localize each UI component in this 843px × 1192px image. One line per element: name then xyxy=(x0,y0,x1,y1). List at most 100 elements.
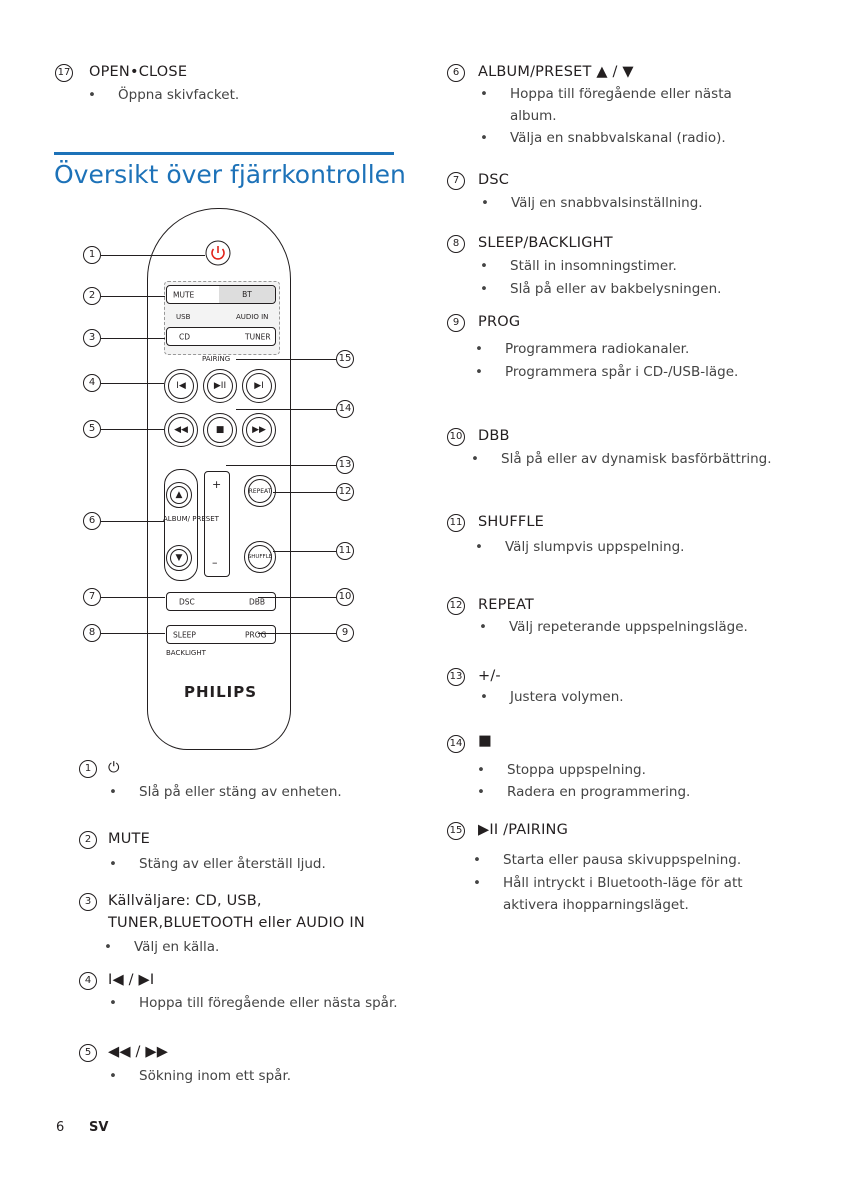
backlight-label: BACKLIGHT xyxy=(166,649,206,657)
rewind-forward-icon: ◀◀ / ▶▶ xyxy=(108,1044,169,1060)
audio-in-label: AUDIO IN xyxy=(236,313,269,321)
callout-number: 14 xyxy=(447,735,465,753)
item-title: PROG xyxy=(478,314,521,330)
brand-logo: PHILIPS xyxy=(184,683,258,701)
pairing-label: PAIRING xyxy=(202,355,231,363)
rewind-icon: ◀◀ xyxy=(168,417,194,443)
callout-number: 5 xyxy=(79,1044,97,1062)
prev-button: I◀ xyxy=(164,369,198,403)
callout-line xyxy=(273,492,336,493)
sleep-label: SLEEP xyxy=(173,630,196,639)
callout-number: 10 xyxy=(336,588,354,606)
callout-number: 11 xyxy=(336,542,354,560)
callout-line xyxy=(226,465,336,466)
callout-number: 10 xyxy=(447,428,465,446)
album-preset-rocker xyxy=(164,469,198,581)
bullet-text: Stäng av eller återställ ljud. xyxy=(109,856,326,872)
shuffle-button: SHUFFLE xyxy=(244,541,276,573)
callout-number: 12 xyxy=(447,597,465,615)
cd-label: CD xyxy=(179,332,191,341)
callout-number: 3 xyxy=(83,329,101,347)
mute-bt-button: MUTE BT xyxy=(166,285,276,304)
callout-number: 1 xyxy=(83,246,101,264)
callout-number: 12 xyxy=(336,483,354,501)
dsc-label: DSC xyxy=(179,597,195,606)
callout-number: 11 xyxy=(447,514,465,532)
callout-line xyxy=(101,521,164,522)
shuffle-label: SHUFFLE xyxy=(248,545,272,569)
bullet-text: Justera volymen. xyxy=(480,689,623,705)
rewind-button: ◀◀ xyxy=(164,413,198,447)
dbb-label: DBB xyxy=(249,597,266,606)
bullet-text: Programmera spår i CD-/USB-läge. xyxy=(475,364,738,380)
repeat-label: REPEAT xyxy=(248,479,272,503)
item-title: MUTE xyxy=(108,831,150,847)
callout-line xyxy=(258,633,336,634)
plus-label: + xyxy=(212,478,222,491)
callout-number: 13 xyxy=(336,456,354,474)
callout-number: 8 xyxy=(447,235,465,253)
callout-line xyxy=(101,255,205,256)
bullet-text: Slå på eller stäng av enheten. xyxy=(109,784,342,800)
callout-number: 7 xyxy=(447,172,465,190)
item-title: +/- xyxy=(478,668,501,684)
bullet-continuation: album. xyxy=(510,108,557,124)
item-title: DBB xyxy=(478,428,510,444)
bullet-text: Slå på eller av bakbelysningen. xyxy=(480,281,721,297)
callout-number: 2 xyxy=(79,831,97,849)
power-button xyxy=(204,239,232,267)
usb-label: USB xyxy=(176,313,191,321)
callout-number: 2 xyxy=(83,287,101,305)
sleep-prog-button: SLEEP PROG xyxy=(166,625,276,644)
item-title: ALBUM/PRESET ▲ / ▼ xyxy=(478,64,634,80)
page-number: 6 xyxy=(56,1120,65,1135)
play-pause-icon: ▶II xyxy=(207,373,233,399)
down-arrow-icon: ▼ xyxy=(170,549,188,567)
callout-number: 17 xyxy=(55,64,73,82)
callout-line xyxy=(101,338,165,339)
item-title: REPEAT xyxy=(478,597,534,613)
bullet-text: Välj en snabbvalsinställning. xyxy=(481,195,703,211)
up-arrow-icon: ▲ xyxy=(170,486,188,504)
play-pause-button: ▶II xyxy=(203,369,237,403)
callout-number: 4 xyxy=(83,374,101,392)
callout-number: 1 xyxy=(79,760,97,778)
forward-icon: ▶▶ xyxy=(246,417,272,443)
album-preset-label: ALBUM/ PRESET xyxy=(163,515,219,523)
prev-icon: I◀ xyxy=(168,373,194,399)
item-title-line2: TUNER,BLUETOOTH eller AUDIO IN xyxy=(108,915,365,931)
callout-line xyxy=(101,429,164,430)
callout-line xyxy=(101,383,164,384)
volume-rocker: + – xyxy=(204,471,230,577)
section-rule xyxy=(54,152,394,155)
remote-control: MUTE BT USB AUDIO IN CD TUNER PAIRING I◀… xyxy=(147,208,291,750)
callout-number: 15 xyxy=(336,350,354,368)
bullet-continuation: aktivera ihopparningsläget. xyxy=(503,897,689,913)
forward-button: ▶▶ xyxy=(242,413,276,447)
callout-number: 14 xyxy=(336,400,354,418)
power-icon: ⏻ xyxy=(108,760,120,776)
next-button: ▶I xyxy=(242,369,276,403)
stop-icon: ■ xyxy=(478,733,492,749)
callout-line xyxy=(258,597,336,598)
item-title: SLEEP/BACKLIGHT xyxy=(478,235,613,251)
mute-label: MUTE xyxy=(173,290,195,299)
item-title: SHUFFLE xyxy=(478,514,545,530)
callout-number: 9 xyxy=(447,314,465,332)
bullet-text: Välj en källa. xyxy=(104,939,219,955)
tuner-label: TUNER xyxy=(245,332,271,341)
bullet-text: Ställ in insomningstimer. xyxy=(480,258,677,274)
callout-number: 6 xyxy=(447,64,465,82)
bullet-text: Välja en snabbvalskanal (radio). xyxy=(480,130,726,146)
repeat-button: REPEAT xyxy=(244,475,276,507)
bullet-text: Sökning inom ett spår. xyxy=(109,1068,291,1084)
prev-next-icon: I◀ / ▶I xyxy=(108,972,155,988)
item-title: Källväljare: CD, USB, xyxy=(108,893,262,909)
callout-number: 8 xyxy=(83,624,101,642)
bullet-text: Välj repeterande uppspelningsläge. xyxy=(479,619,748,635)
bullet-text: Stoppa uppspelning. xyxy=(477,762,646,778)
callout-line xyxy=(273,551,336,552)
bullet-text: Programmera radiokanaler. xyxy=(475,341,689,357)
language-code: SV xyxy=(89,1120,109,1135)
callout-line xyxy=(101,633,165,634)
